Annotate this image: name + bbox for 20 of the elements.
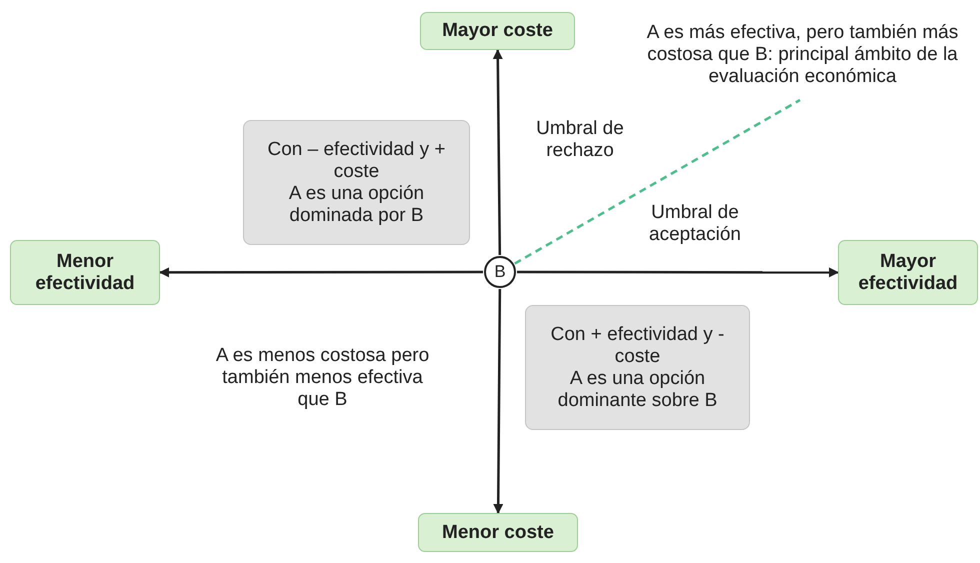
quadrant-note: A es menos costosa pero también menos efectiva que B <box>214 345 430 411</box>
quadrant-text: Con + efectividad y - coste <box>550 324 726 368</box>
annotation-text: A es más efectiva, pero también más costosa que B: principal ámbito de la evaluación económica <box>630 10 975 100</box>
axis-end-box: Menor efectividad <box>10 240 160 305</box>
axis-arrow <box>493 288 504 514</box>
axis-end-box: Menor coste <box>418 513 578 552</box>
quadrant-text: Con – efectividad y + coste <box>266 138 446 182</box>
axis-arrow <box>159 267 483 278</box>
axis-arrow <box>492 49 503 256</box>
threshold-line <box>514 98 801 265</box>
axis-end-box: Mayor efectividad <box>838 240 978 305</box>
quadrant-text: A es una opción dominante sobre B <box>556 368 718 412</box>
quadrant-box <box>525 305 750 430</box>
threshold-label: Umbral de aceptación <box>648 202 742 246</box>
threshold-label: Umbral de rechazo <box>535 118 625 162</box>
quadrant-box <box>243 120 470 245</box>
reference-circle: B <box>484 256 516 288</box>
axis-arrow <box>517 267 839 278</box>
quadrant-text: A es una opción dominada por B <box>288 182 426 226</box>
axis-end-box: Mayor coste <box>420 12 575 50</box>
